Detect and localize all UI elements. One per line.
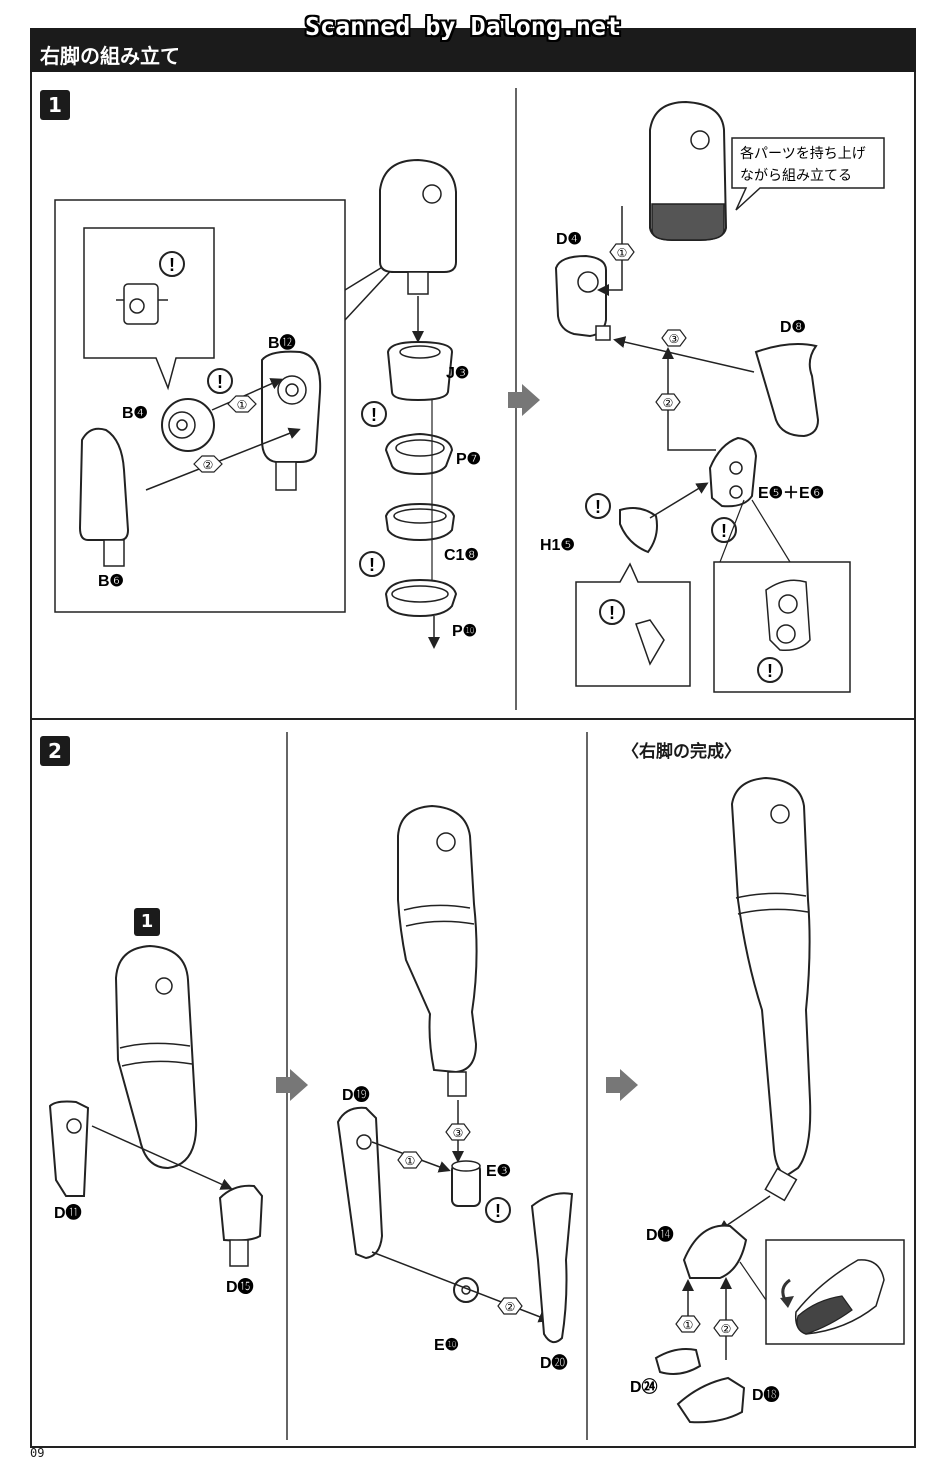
arrow-right-icon xyxy=(508,384,540,416)
arrow-right-icon xyxy=(606,1069,638,1101)
label-j3: J❸ xyxy=(446,365,469,382)
exclamation-icon: ! xyxy=(585,493,611,519)
order-mark: ② xyxy=(713,1319,739,1337)
label-p7: P❼ xyxy=(456,451,481,468)
leg-middle-assembly xyxy=(397,804,478,1074)
order-mark: ③ xyxy=(661,329,687,347)
svg-text:!: ! xyxy=(767,661,773,681)
label-d24: D㉔ xyxy=(630,1377,658,1396)
detail-frame xyxy=(54,199,346,613)
step2-badge: 2 xyxy=(40,736,70,766)
label-e3: E❸ xyxy=(486,1163,511,1180)
label-d18: D⓲ xyxy=(752,1385,780,1404)
label-d11: D⓫ xyxy=(54,1203,82,1222)
svg-text:①: ① xyxy=(617,246,628,260)
svg-text:③: ③ xyxy=(453,1126,464,1140)
label-d19: D⓳ xyxy=(342,1085,370,1104)
part-d24 xyxy=(654,1348,702,1375)
part-d15 xyxy=(218,1184,264,1242)
svg-text:各パーツを持ち上げ: 各パーツを持ち上げ xyxy=(740,145,866,161)
label-d8: D❽ xyxy=(780,319,806,336)
svg-text:②: ② xyxy=(721,1322,732,1336)
exclamation-icon: ! xyxy=(159,251,185,277)
svg-text:!: ! xyxy=(609,603,615,623)
order-mark: ① xyxy=(609,243,635,261)
exclamation-icon: ! xyxy=(359,551,385,577)
page-number: 09 xyxy=(30,1446,45,1460)
part-d4 xyxy=(554,254,607,338)
instruction-callout: 各パーツを持ち上げ ながら組み立てる xyxy=(731,137,885,211)
label-d20: D⓴ xyxy=(540,1353,568,1372)
part-d18 xyxy=(676,1376,746,1424)
label-d4: D❹ xyxy=(556,231,582,248)
svg-text:①: ① xyxy=(683,1318,694,1332)
part-d8 xyxy=(754,343,820,438)
svg-text:!: ! xyxy=(169,255,175,275)
order-mark: ① xyxy=(675,1315,701,1333)
label-e10: E❿ xyxy=(434,1337,459,1354)
order-mark: ② xyxy=(655,393,681,411)
label-b12: B⓬ xyxy=(268,333,296,352)
part-b6 xyxy=(78,427,130,541)
step2-panel xyxy=(30,718,916,1448)
exclamation-icon: ! xyxy=(757,657,783,683)
label-p10: P❿ xyxy=(452,623,477,640)
part-d11 xyxy=(48,1100,90,1197)
svg-text:①: ① xyxy=(237,398,248,412)
order-mark: ② xyxy=(497,1297,523,1315)
header-bar xyxy=(30,28,916,72)
step1-badge: 1 xyxy=(40,90,70,120)
label-c18: C1❽ xyxy=(444,547,479,564)
svg-text:③: ③ xyxy=(669,332,680,346)
leg-upper-assembly xyxy=(114,944,198,1170)
label-b6: B❻ xyxy=(98,573,124,590)
svg-text:②: ② xyxy=(505,1300,516,1314)
part-b12 xyxy=(261,350,322,463)
label-b4: B❹ xyxy=(122,405,148,422)
svg-text:①: ① xyxy=(405,1154,416,1168)
svg-text:!: ! xyxy=(217,372,223,392)
order-mark: ① xyxy=(397,1151,423,1169)
svg-text:ながら組み立てる: ながら組み立てる xyxy=(740,167,852,183)
watermark: Scanned by Dalong.net xyxy=(305,12,622,41)
completion-title: 〈右脚の完成〉 xyxy=(622,742,741,762)
part-d20 xyxy=(530,1192,574,1344)
svg-text:②: ② xyxy=(203,458,214,472)
svg-text:!: ! xyxy=(495,1201,501,1221)
arrow-right-icon xyxy=(276,1069,308,1101)
page-title: 右脚の組み立て xyxy=(40,44,180,68)
label-d15: D⓯ xyxy=(226,1277,254,1296)
exclamation-icon: ! xyxy=(485,1197,511,1223)
svg-text:!: ! xyxy=(369,555,375,575)
svg-text:②: ② xyxy=(663,396,674,410)
part-j3 xyxy=(386,340,454,402)
exclamation-icon: ! xyxy=(599,599,625,625)
exclamation-icon: ! xyxy=(361,401,387,427)
svg-text:!: ! xyxy=(721,521,727,541)
part-d19 xyxy=(336,1106,384,1260)
svg-text:!: ! xyxy=(595,497,601,517)
part-h15 xyxy=(619,507,658,554)
label-d14: D⓮ xyxy=(646,1225,674,1244)
exclamation-icon: ! xyxy=(207,368,233,394)
detail-box-h15 xyxy=(575,562,691,687)
order-mark: ① xyxy=(227,395,257,413)
svg-text:!: ! xyxy=(371,405,377,425)
step2-sub-badge: 1 xyxy=(134,908,160,936)
order-mark: ② xyxy=(193,455,223,473)
leg-complete xyxy=(730,776,812,1178)
label-h15: H1❺ xyxy=(540,537,575,554)
order-mark: ③ xyxy=(445,1123,471,1141)
thigh-part xyxy=(379,158,457,273)
part-d14 xyxy=(682,1224,748,1279)
label-e5-e6: E❺＋E❻ xyxy=(758,485,824,502)
